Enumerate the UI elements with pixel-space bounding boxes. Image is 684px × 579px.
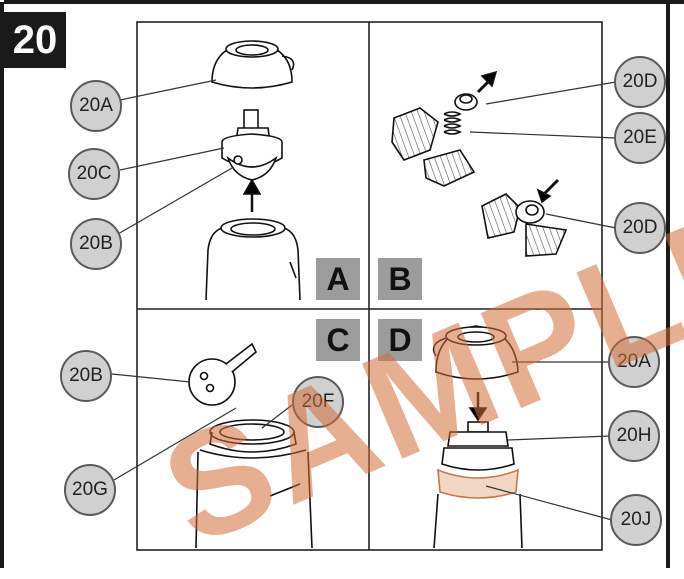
callout-b-20d-bottom: 20D xyxy=(614,202,666,254)
callout-b-20e: 20E xyxy=(614,112,666,164)
step-number-badge: 20 xyxy=(4,12,66,68)
leader-lines xyxy=(111,79,617,521)
callout-a-20b: 20B xyxy=(70,218,122,270)
panel-d-drawing xyxy=(432,325,523,549)
callout-d-20h: 20H xyxy=(608,410,660,462)
callout-b-20d-top: 20D xyxy=(614,56,666,108)
callout-a-20c: 20C xyxy=(68,148,120,200)
panel-tag-b: B xyxy=(378,258,422,300)
panel-grid xyxy=(136,21,603,551)
callout-d-20a: 20A xyxy=(608,336,660,388)
panel-tag-a: A xyxy=(316,258,360,300)
panel-tag-c: C xyxy=(316,319,360,361)
callout-c-20g: 20G xyxy=(64,464,116,516)
callout-a-20a: 20A xyxy=(70,80,122,132)
callout-d-20j: 20J xyxy=(610,494,662,546)
panel-a-drawing xyxy=(205,40,301,301)
callout-c-20f: 20F xyxy=(292,376,344,428)
panel-c-drawing xyxy=(188,342,313,549)
panel-tag-d: D xyxy=(378,319,422,361)
panel-b-drawing xyxy=(391,70,568,257)
callout-c-20b: 20B xyxy=(60,350,112,402)
